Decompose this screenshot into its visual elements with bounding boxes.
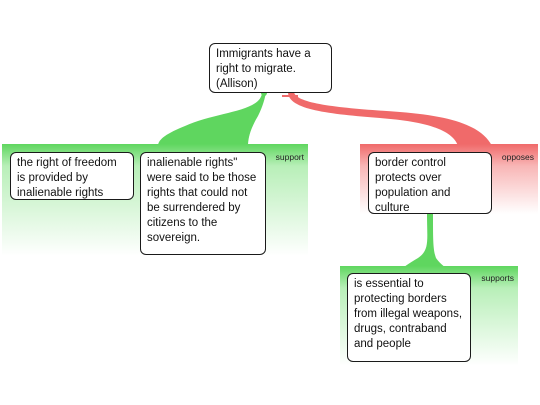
premise-node[interactable]: inalienable rights" were said to be thos… [140,152,266,255]
premise-text: inalienable rights" were said to be thos… [147,157,257,244]
oppose-connector [288,92,492,146]
premise-text: the right of freedom is provided by inal… [17,157,117,199]
support-label: support [275,152,304,162]
oppose-label: opposes [501,152,534,162]
objection-text: border control protects over population … [375,157,451,214]
rebuttal-premise-text: is essential to protecting borders from … [354,278,463,350]
rebuttal-premise-node[interactable]: is essential to protecting borders from … [347,273,471,362]
premise-node[interactable]: the right of freedom is provided by inal… [10,152,134,200]
root-claim-node[interactable]: Immigrants have a right to migrate. (All… [209,43,332,93]
root-claim-text: Immigrants have a right to migrate. (All… [216,48,311,90]
rebuttal-support-connector [398,213,452,272]
support-connector [158,92,266,146]
objection-node[interactable]: border control protects over population … [368,152,492,214]
rebuttal-support-label: supports [481,273,514,283]
